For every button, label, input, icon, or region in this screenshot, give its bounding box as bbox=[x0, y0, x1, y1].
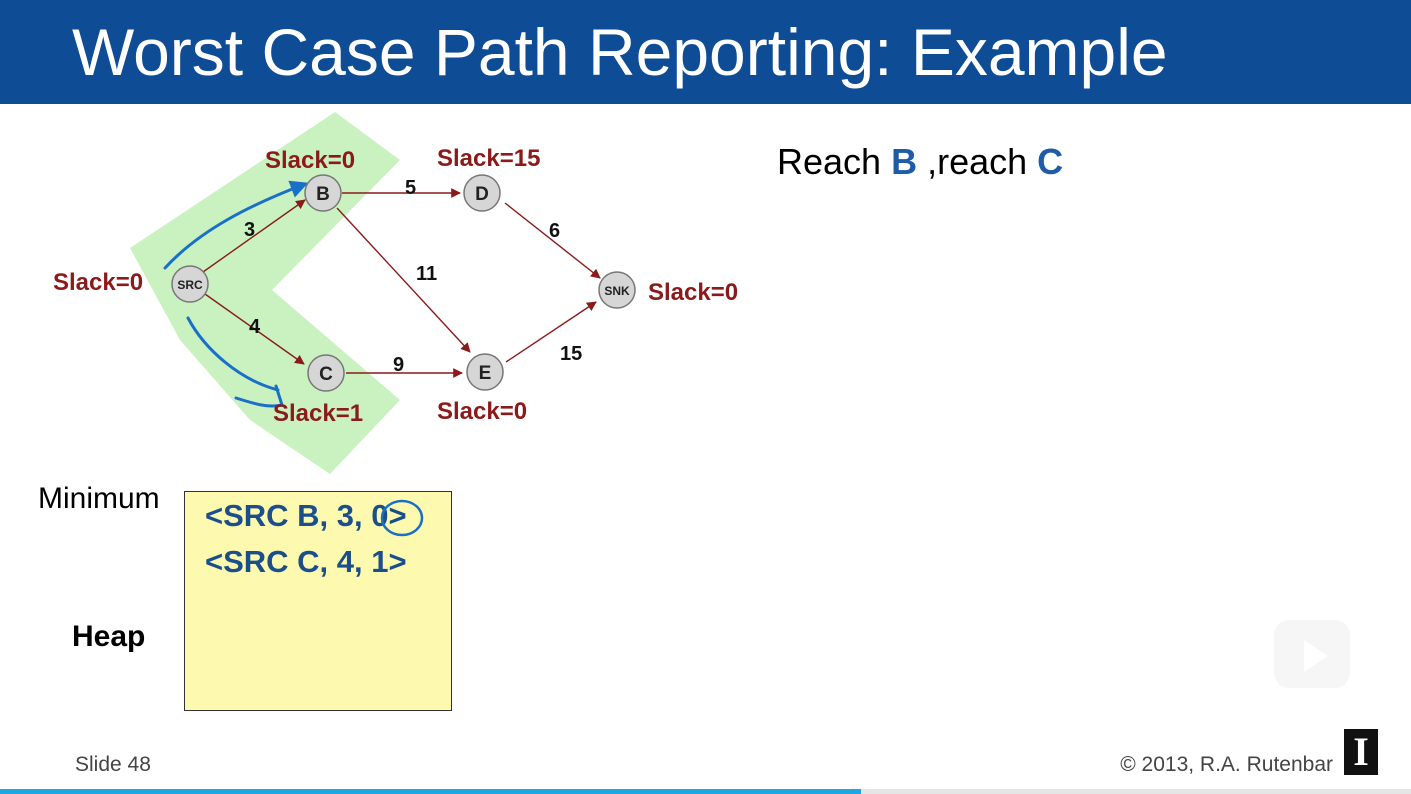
weight-b-d: 5 bbox=[405, 177, 416, 199]
heap-entry-2: <SRC C, 4, 1> bbox=[205, 544, 407, 579]
node-snk-label: SNK bbox=[604, 284, 630, 298]
slack-b: Slack=0 bbox=[265, 147, 355, 174]
edge-src-c bbox=[204, 293, 305, 365]
node-c bbox=[307, 354, 345, 392]
slack-d: Slack=15 bbox=[437, 145, 540, 172]
copyright: © 2013, R.A. Rutenbar bbox=[1120, 753, 1333, 776]
heap-box: <SRC B, 3, 0> <SRC C, 4, 1> bbox=[184, 491, 452, 711]
weight-src-c: 4 bbox=[249, 316, 261, 338]
video-progress-bar[interactable] bbox=[0, 789, 1411, 794]
weight-d-snk: 6 bbox=[549, 220, 560, 242]
node-snk bbox=[598, 271, 636, 309]
reach-node-b: B bbox=[891, 141, 918, 182]
node-c-label: C bbox=[319, 364, 333, 385]
annotation-arrowhead-c bbox=[234, 384, 284, 408]
slack-src: Slack=0 bbox=[53, 269, 143, 296]
node-b bbox=[304, 174, 342, 212]
node-src bbox=[171, 265, 209, 303]
edge-b-e bbox=[336, 207, 471, 353]
slack-snk: Slack=0 bbox=[648, 279, 738, 306]
title-bar: Worst Case Path Reporting: Example bbox=[0, 0, 1411, 104]
play-icon bbox=[1304, 640, 1328, 672]
reach-annotation: Reach B ,reach C bbox=[777, 141, 1063, 183]
annotation-arrow-to-b bbox=[163, 180, 309, 270]
heap-label: Heap bbox=[72, 620, 146, 653]
reach-node-c: C bbox=[1037, 141, 1064, 182]
node-e-label: E bbox=[479, 363, 492, 384]
path-graph: 3 4 5 11 9 6 15 SRC B C D E SNK Slack=0 … bbox=[53, 112, 738, 474]
node-d-label: D bbox=[475, 184, 489, 205]
weight-e-snk: 15 bbox=[560, 343, 582, 365]
weight-c-e: 9 bbox=[393, 354, 404, 376]
reach-prefix: Reach bbox=[777, 141, 892, 182]
slide-number: Slide 48 bbox=[75, 753, 151, 776]
node-d bbox=[463, 174, 501, 212]
node-e bbox=[466, 353, 504, 391]
node-src-label: SRC bbox=[177, 278, 203, 292]
edge-e-snk bbox=[505, 301, 597, 363]
logo-letter: I bbox=[1353, 729, 1369, 774]
video-progress-fill bbox=[0, 789, 861, 794]
heap-minimum-label: Minimum bbox=[38, 482, 160, 515]
node-b-label: B bbox=[316, 184, 330, 205]
slack-c: Slack=1 bbox=[273, 400, 363, 427]
slack-e: Slack=0 bbox=[437, 398, 527, 425]
reach-middle: ,reach bbox=[917, 141, 1038, 182]
annotation-arrow-to-c bbox=[186, 316, 280, 392]
weight-src-b: 3 bbox=[244, 219, 255, 241]
edge-src-b bbox=[202, 199, 306, 273]
slide-title: Worst Case Path Reporting: Example bbox=[72, 15, 1168, 89]
annotation-circle bbox=[380, 499, 424, 537]
heap-entry-1: <SRC B, 3, 0> bbox=[205, 498, 407, 533]
university-logo: I bbox=[1344, 729, 1378, 775]
edge-d-snk bbox=[504, 202, 601, 279]
play-button[interactable] bbox=[1271, 617, 1353, 691]
weight-b-e: 11 bbox=[416, 263, 437, 285]
